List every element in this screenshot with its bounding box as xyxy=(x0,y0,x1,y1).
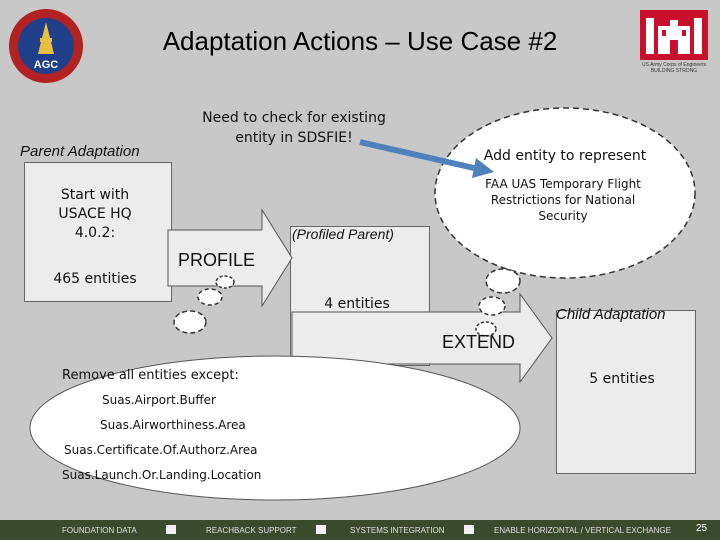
slide-title: Adaptation Actions – Use Case #2 xyxy=(162,26,558,56)
profiled-entity-count: 4 entities xyxy=(324,296,390,312)
thought-bubble-6 xyxy=(485,268,521,294)
profiled-parent-label: (Profiled Parent) xyxy=(292,226,394,242)
remove-entities-callout xyxy=(29,355,521,501)
corps-logo-caption: US Army Corps of Engineers BUILDING STRO… xyxy=(642,62,706,74)
thought-bubble-2 xyxy=(197,288,223,306)
footer-item-reachback: REACHBACK SUPPORT xyxy=(206,526,297,535)
add-entity-title: Add entity to represent xyxy=(483,148,647,164)
castle-icon xyxy=(464,525,474,534)
parent-adaptation-box xyxy=(24,162,172,302)
footer-item-exchange: ENABLE HORIZONTAL / VERTICAL EXCHANGE xyxy=(494,526,671,535)
thought-bubble-1 xyxy=(173,310,207,334)
corps-castle-logo xyxy=(640,10,708,60)
agc-seal-logo: AGC xyxy=(9,9,83,83)
footer-item-foundation: FOUNDATION DATA xyxy=(62,526,137,535)
parent-entity-count: 465 entities xyxy=(53,271,137,287)
parent-adaptation-label: Parent Adaptation xyxy=(20,143,140,160)
remove-item: Suas.Airworthiness.Area xyxy=(100,418,246,432)
castle-icon xyxy=(166,525,176,534)
remove-item: Suas.Airport.Buffer xyxy=(102,393,216,407)
slide-number: 25 xyxy=(696,523,708,534)
child-adaptation-box xyxy=(556,310,696,474)
child-entity-count: 5 entities xyxy=(589,371,655,387)
remove-heading: Remove all entities except: xyxy=(62,368,239,383)
agc-logo-text: AGC xyxy=(34,59,59,71)
profile-arrow xyxy=(167,208,293,308)
remove-item: Suas.Certificate.Of.Authorz.Area xyxy=(64,443,258,457)
footer-item-systems: SYSTEMS INTEGRATION xyxy=(350,526,445,535)
profile-label: PROFILE xyxy=(178,250,256,270)
thought-bubble-4 xyxy=(475,321,497,337)
thought-bubble-5 xyxy=(478,296,506,316)
add-entity-ellipse xyxy=(434,107,696,279)
child-adaptation-label: Child Adaptation xyxy=(556,306,666,323)
castle-icon xyxy=(316,525,326,534)
add-entity-body: FAA UAS Temporary Flight Restrictions fo… xyxy=(485,177,641,223)
remove-item: Suas.Launch.Or.Landing.Location xyxy=(62,468,262,482)
thought-bubble-3 xyxy=(215,275,235,289)
footer-bar xyxy=(0,520,720,540)
extend-label: EXTEND xyxy=(442,332,516,352)
parent-start-text: Start with USACE HQ 4.0.2: xyxy=(58,187,132,241)
need-check-note: Need to check for existing entity in SDS… xyxy=(202,110,386,146)
blue-pointer-arrow xyxy=(472,158,494,178)
